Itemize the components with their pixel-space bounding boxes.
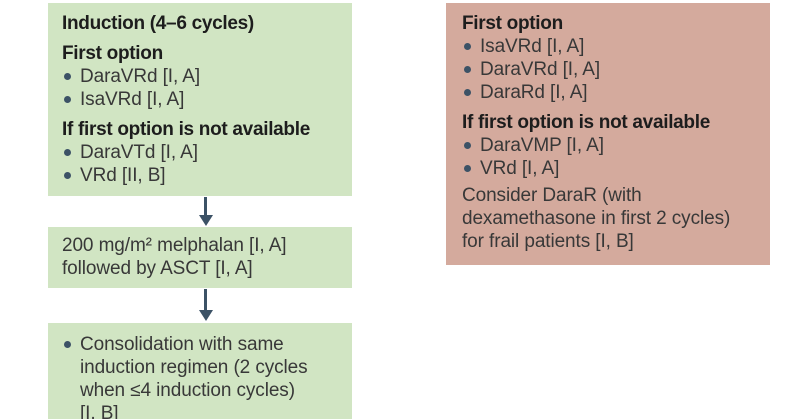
consolidation-item: Consolidation with same induction regime… bbox=[62, 333, 338, 419]
regimen-item: DaraVMP [I, A] bbox=[462, 134, 754, 157]
consolidation-line: [I, B] bbox=[80, 403, 119, 419]
fallback-option-list: DaraVMP [I, A] VRd [I, A] bbox=[462, 134, 754, 180]
regimen-label: VRd [II, B] bbox=[80, 165, 166, 186]
note-line: dexamethasone in first 2 cycles) bbox=[462, 208, 731, 229]
regimen-label: DaraVRd [I, A] bbox=[80, 66, 201, 87]
note-line: for frail patients [I, B] bbox=[462, 231, 634, 252]
regimen-item: DaraVRd [I, A] bbox=[462, 58, 754, 81]
frail-patients-note: Consider DaraR (with dexamethasone in fi… bbox=[462, 184, 754, 253]
fallback-option-heading: If first option is not available bbox=[462, 112, 710, 133]
bullet-icon bbox=[464, 142, 471, 149]
consolidation-line: Consolidation with same bbox=[80, 334, 284, 355]
consolidation-line: when ≤4 induction cycles) bbox=[80, 380, 295, 401]
fallback-option-list: DaraVTd [I, A] VRd [II, B] bbox=[62, 141, 338, 187]
consolidation-box: Consolidation with same induction regime… bbox=[48, 323, 352, 419]
bullet-icon bbox=[464, 43, 471, 50]
induction-box: Induction (4–6 cycles) First option Dara… bbox=[48, 3, 352, 196]
arrow-down-icon bbox=[198, 289, 213, 321]
bullet-icon bbox=[464, 89, 471, 96]
note-line: Consider DaraR (with bbox=[462, 185, 642, 206]
induction-title: Induction (4–6 cycles) bbox=[62, 13, 254, 34]
fallback-option-heading: If first option is not available bbox=[62, 119, 310, 140]
melphalan-line: 200 mg/m² melphalan [I, A] bbox=[62, 235, 287, 256]
regimen-item: DaraRd [I, A] bbox=[462, 81, 754, 104]
first-option-list: DaraVRd [I, A] IsaVRd [I, A] bbox=[62, 65, 338, 111]
regimen-item: IsaVRd [I, A] bbox=[462, 35, 754, 58]
consolidation-list: Consolidation with same induction regime… bbox=[62, 333, 338, 419]
regimen-item: VRd [II, B] bbox=[62, 164, 338, 187]
first-option-heading: First option bbox=[462, 13, 563, 34]
consolidation-line: induction regimen (2 cycles bbox=[80, 357, 308, 378]
regimen-label: IsaVRd [I, A] bbox=[80, 89, 185, 110]
consolidation-text: Consolidation with same induction regime… bbox=[80, 333, 308, 419]
first-option-heading: First option bbox=[62, 43, 163, 64]
bullet-icon bbox=[64, 96, 71, 103]
regimen-item: DaraVTd [I, A] bbox=[62, 141, 338, 164]
first-option-list: IsaVRd [I, A] DaraVRd [I, A] DaraRd [I, … bbox=[462, 35, 754, 104]
regimen-label: DaraVRd [I, A] bbox=[480, 59, 601, 80]
regimen-label: DaraVMP [I, A] bbox=[480, 135, 604, 156]
bullet-icon bbox=[64, 73, 71, 80]
arrow-down-icon bbox=[198, 197, 213, 226]
regimen-label: VRd [I, A] bbox=[480, 158, 560, 179]
right-options-box: First option IsaVRd [I, A] DaraVRd [I, A… bbox=[446, 3, 770, 265]
bullet-icon bbox=[64, 172, 71, 179]
regimen-label: IsaVRd [I, A] bbox=[480, 36, 585, 57]
bullet-icon bbox=[464, 66, 471, 73]
regimen-item: VRd [I, A] bbox=[462, 157, 754, 180]
regimen-item: IsaVRd [I, A] bbox=[62, 88, 338, 111]
asct-line: followed by ASCT [I, A] bbox=[62, 258, 253, 279]
regimen-label: DaraRd [I, A] bbox=[480, 82, 588, 103]
regimen-label: DaraVTd [I, A] bbox=[80, 142, 198, 163]
regimen-item: DaraVRd [I, A] bbox=[62, 65, 338, 88]
bullet-icon bbox=[464, 165, 471, 172]
melphalan-asct-box: 200 mg/m² melphalan [I, A] followed by A… bbox=[48, 227, 352, 288]
bullet-icon bbox=[64, 341, 71, 348]
bullet-icon bbox=[64, 149, 71, 156]
